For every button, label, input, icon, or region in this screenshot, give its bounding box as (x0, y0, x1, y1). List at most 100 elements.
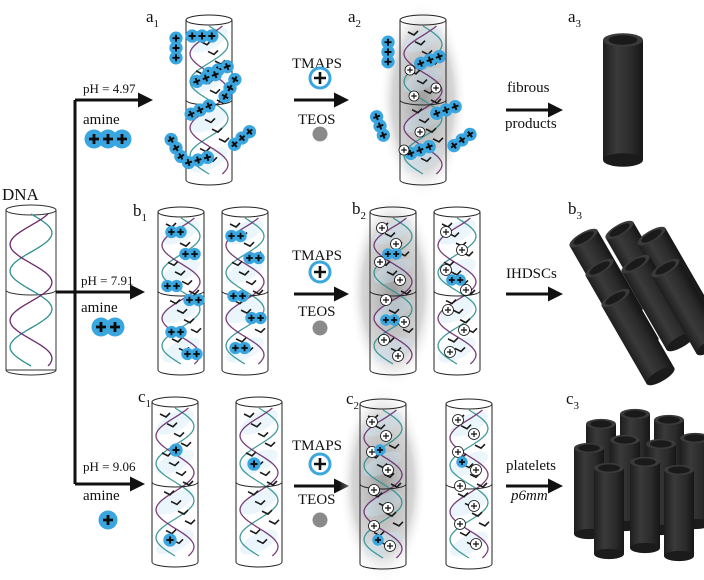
p6mm-tube-7 (594, 462, 624, 560)
base-tick (159, 412, 171, 418)
product-a-line1: fibrous (507, 80, 550, 96)
amine-a2-1 (414, 49, 446, 71)
base-tick (218, 137, 230, 143)
amine-c2-1 (456, 456, 468, 468)
reagent-tmaps-a: TMAPS (292, 56, 342, 72)
product-a-line2: products (505, 116, 557, 132)
base-tick (478, 521, 490, 527)
amine-a2-4 (447, 127, 477, 153)
base-tick (388, 308, 400, 315)
amine-b2-0 (382, 248, 402, 260)
dna-strand (437, 217, 477, 365)
amine-a2-0 (381, 35, 395, 69)
base-tick (240, 308, 252, 315)
amine-b1-2 (161, 279, 183, 293)
cylinder-c2-left (339, 384, 427, 580)
amine-molecule (184, 99, 216, 121)
amine-molecule (218, 72, 242, 104)
label-a2: a2 (348, 7, 361, 30)
base-tick (457, 492, 469, 498)
silica-shadow (339, 384, 427, 580)
base-tick (207, 49, 219, 56)
amine-b1-9 (245, 311, 267, 325)
cylinder-c1-right (235, 396, 283, 568)
dna-strand-teal (9, 213, 53, 367)
amine-a1-1 (218, 72, 242, 104)
cylinder-b2-left (349, 193, 437, 389)
dna-strand-purple (9, 213, 53, 367)
amine-b1-1 (179, 247, 201, 261)
dna-strand (239, 407, 279, 557)
amine-label-c: amine (83, 488, 120, 504)
amine-b2-2 (446, 274, 466, 286)
label-a3: a3 (568, 7, 582, 30)
base-tick (256, 538, 268, 545)
silica-tube-a3 (603, 33, 643, 167)
base-tick (386, 270, 398, 276)
amine-a1-in-2 (184, 99, 216, 121)
base-tick (268, 519, 280, 525)
base-tick (400, 289, 412, 295)
amine-molecule (185, 29, 219, 43)
amine-b1-7 (243, 251, 265, 265)
base-tick (245, 451, 257, 457)
base-tick (188, 289, 200, 295)
base-tick (249, 529, 261, 535)
label-b1: b1 (133, 201, 147, 224)
base-tick (390, 482, 402, 488)
base-tick (252, 289, 264, 295)
dna-strand (161, 217, 201, 365)
base-tick (402, 327, 414, 334)
base-tick (229, 222, 241, 228)
amine-label-a: amine (83, 112, 120, 128)
base-tick (392, 521, 404, 527)
base-tick (257, 431, 269, 438)
base-tick (374, 424, 386, 430)
cylinder-c2-right (445, 398, 493, 570)
source-dna-cylinder (5, 204, 57, 376)
amine-b2-1 (380, 314, 400, 326)
ihdsc-tube-6 (601, 288, 675, 386)
amine-molecule-b (91, 317, 125, 337)
amine-a2-3 (369, 110, 391, 142)
base-tick (266, 480, 278, 486)
amine-b1-6 (225, 229, 247, 243)
amine-a1-in-3 (181, 150, 215, 170)
base-tick (384, 232, 396, 238)
amine-c2-2 (372, 534, 384, 546)
ph-label-a: pH = 4.97 (83, 81, 136, 96)
amine-molecule-a (84, 129, 132, 149)
base-tick (250, 422, 262, 428)
base-tick (418, 117, 430, 124)
reagent-tmaps-c: TMAPS (292, 438, 342, 454)
base-tick (407, 30, 419, 36)
dna-strand (239, 407, 279, 557)
base-tick (170, 499, 182, 506)
reagent-teos-a: TEOS (298, 112, 336, 128)
dna-strand (373, 217, 413, 365)
amine-molecule (414, 49, 446, 71)
base-tick (176, 308, 188, 315)
base-tick (264, 441, 276, 448)
base-tick (388, 443, 400, 450)
base-tick (173, 431, 185, 438)
base-tick (166, 422, 178, 428)
base-tick (247, 490, 259, 496)
teos-icon-c (312, 512, 328, 528)
dna-strand (363, 409, 403, 559)
base-tick (183, 318, 195, 324)
base-tick (254, 499, 266, 506)
amine-a1-in-1 (190, 67, 222, 89)
dna-strand (363, 409, 403, 559)
amine-molecule (381, 35, 395, 69)
cylinder-a2 (379, 0, 467, 200)
base-tick (452, 308, 464, 315)
branch-arrows (56, 92, 563, 494)
base-tick (430, 98, 442, 104)
base-tick (432, 137, 444, 143)
amine-a1-3 (227, 125, 257, 151)
amine-c2-0 (374, 444, 386, 456)
amine-molecule (369, 110, 391, 142)
base-tick (243, 412, 255, 418)
product-b-line1: IHDSCs (506, 266, 557, 282)
